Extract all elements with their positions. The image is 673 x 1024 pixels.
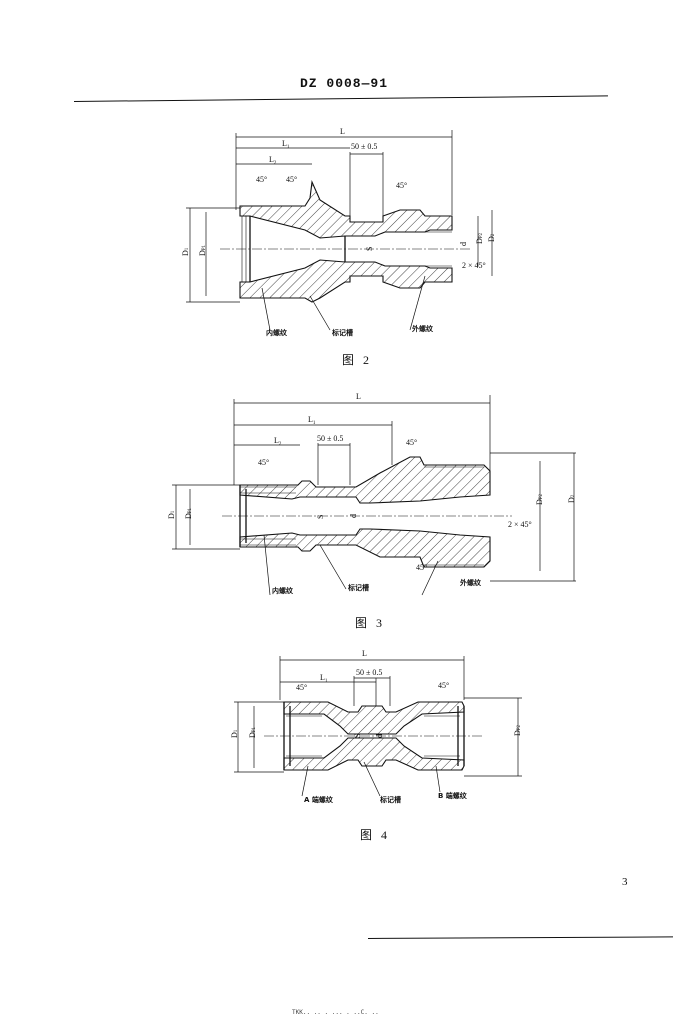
callout-internal-thread: 内螺纹 [266,328,288,337]
angle-45-a: 45° [256,175,267,184]
label-s: S [316,515,325,519]
dim-D1: D1 [167,510,176,519]
angle-45-c: 45° [416,563,427,572]
dim-L1: L1 [282,139,290,150]
dim-D1: D1 [181,247,190,256]
callout-marking-groove: 标记槽 [379,795,401,804]
dim-Dp1: DP1 [248,726,257,738]
callout-b-end-thread: B 端螺纹 [438,791,468,800]
figure-2-drawing: L L1 L2 50 ± 0.5 45° 45° 45° S d D1 DP1 … [170,120,530,340]
angle-45-b: 45° [286,175,297,184]
dim-Dp1: DP1 [184,507,193,519]
page-number: 3 [622,876,628,888]
angle-45-c: 45° [396,181,407,190]
angle-45-b: 45° [406,438,417,447]
dim-L2: L2 [269,155,277,166]
dim-L1: L1 [308,415,316,426]
figure-3-drawing: L L1 L2 50 ± 0.5 45° 45° 45° S d D1 DP1 … [160,385,580,605]
dim-Dp2: DP2 [475,232,484,244]
footer-mark: TKK.. .. . ... . ..C. .. [292,1009,379,1016]
figure-3-caption: 图 3 [355,616,386,630]
label-s: S [365,247,374,251]
dim-L: L [356,392,361,401]
figure-4-caption: 图 4 [360,828,391,842]
dim-L: L [340,127,345,136]
figure-4-drawing: L L1 50 ± 0.5 45° 45° S d D1 DP1 DP2 A 端… [224,640,534,810]
callout-external-thread: 外螺纹 [460,578,482,587]
chamfer-label: 2 × 45° [508,520,532,529]
label-s: S [353,734,362,738]
dim-Dp2: DP2 [513,724,522,736]
dim-L: L [362,649,367,658]
callout-a-end-thread: A 端螺纹 [304,795,334,804]
dim-L2: L2 [274,436,282,447]
dim-Dp2: DP2 [535,493,544,505]
dim-groove-width: 50 ± 0.5 [356,668,382,677]
angle-45-a: 45° [258,458,269,467]
dim-L1: L1 [320,673,328,684]
header-rule [73,95,608,102]
angle-45-a: 45° [296,683,307,692]
figure-2-caption: 图 2 [342,353,373,367]
standard-code: DZ 0008—91 [300,76,389,91]
dim-D2: D2 [487,233,496,242]
callout-marking-groove: 标记槽 [331,328,353,337]
label-d: d [349,514,358,518]
callout-external-thread: 外螺纹 [412,324,434,333]
label-d: d [375,734,384,738]
dim-groove-width: 50 ± 0.5 [351,142,377,151]
label-d: d [459,242,468,246]
dim-groove-width: 50 ± 0.5 [317,434,343,443]
chamfer-label: 2 × 45° [462,261,486,270]
callout-internal-thread: 内螺纹 [272,586,294,595]
callout-marking-groove: 标记槽 [347,583,369,592]
dim-Dp1: DP1 [198,244,207,256]
angle-45-b: 45° [438,681,449,690]
dim-D2: D2 [567,494,576,503]
footer-rule [367,936,673,939]
dim-D1: D1 [230,729,239,738]
